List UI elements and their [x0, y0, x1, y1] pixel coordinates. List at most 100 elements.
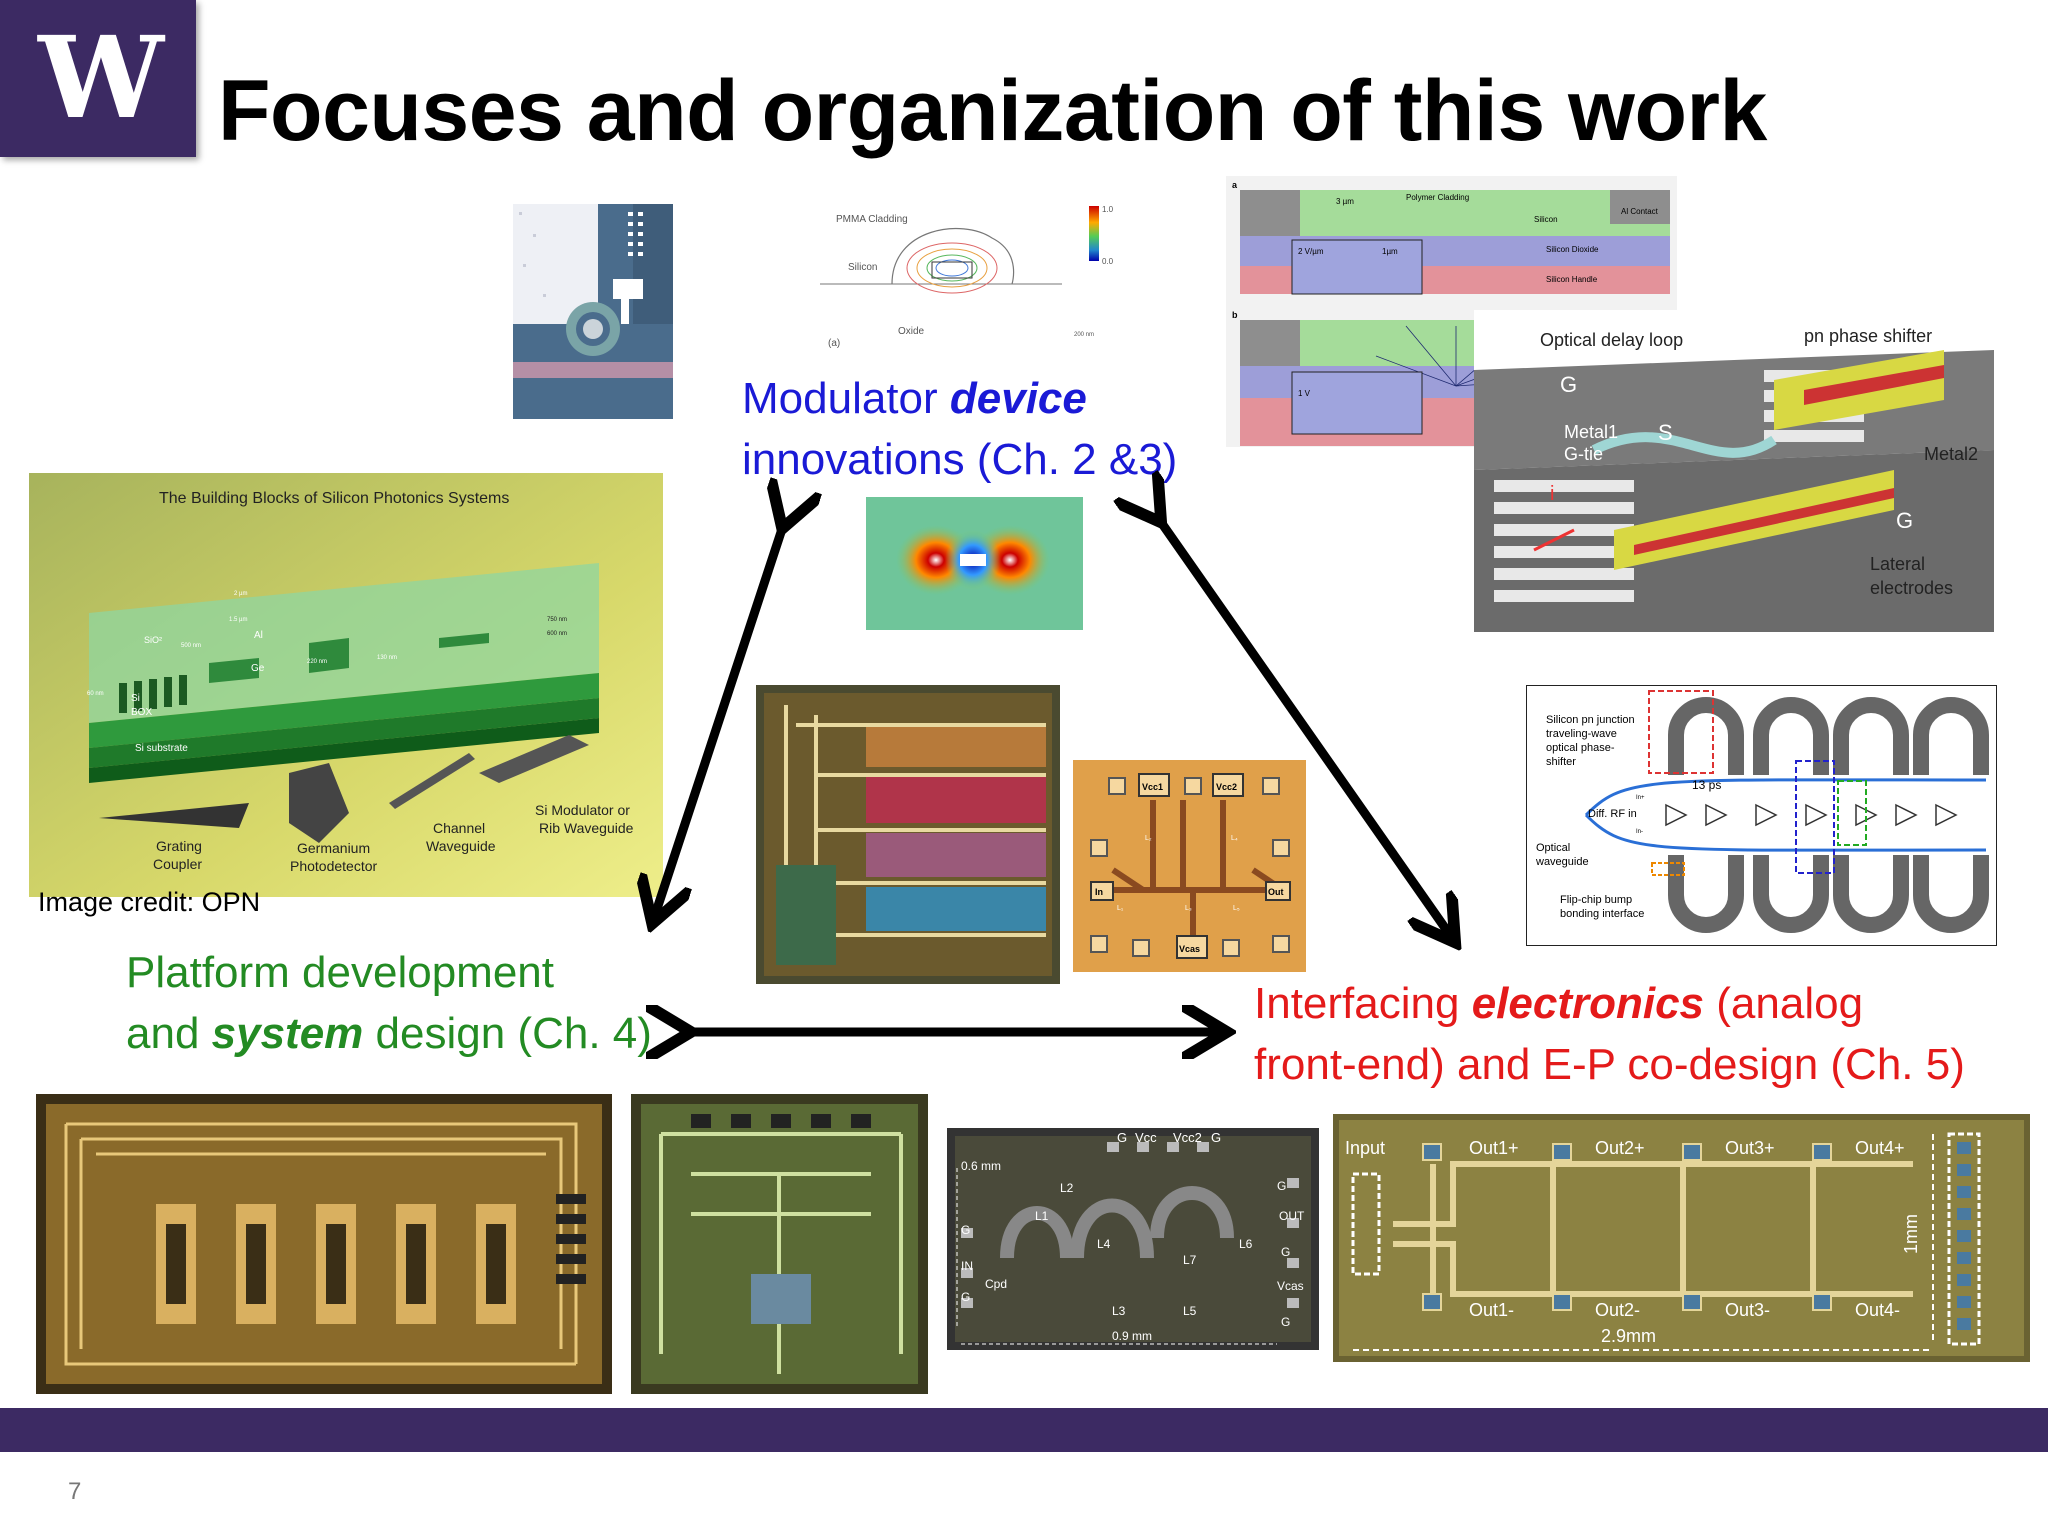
tia-l5: L5: [1183, 1304, 1197, 1318]
platform-system-label: Platform development and system design (…: [126, 942, 652, 1064]
mode-field-heatmap: [866, 497, 1083, 630]
drv-l5: L₅: [1233, 905, 1240, 912]
split-out3m: Out3-: [1725, 1300, 1770, 1320]
delay-loop-label: Optical delay loop: [1540, 330, 1683, 350]
tia-l1: L1: [1035, 1209, 1049, 1223]
tia-g-right-1: G: [1277, 1179, 1286, 1193]
metal2-label: Metal2: [1924, 444, 1978, 464]
electronics-line1-em: electronics: [1471, 979, 1705, 1028]
pmma-oxide-label: Oxide: [898, 326, 925, 337]
mzm-rf-in: Diff. RF in: [1588, 808, 1637, 820]
s-label: S: [1658, 420, 1673, 445]
pmma-panel-label: (a): [828, 338, 840, 349]
bb-al: Al: [254, 630, 263, 641]
bb-ge: Ge: [251, 663, 265, 674]
modulator-line2: innovations (Ch. 2 &3): [742, 435, 1178, 484]
drv-vcc1: Vcc1: [1142, 782, 1163, 792]
xsec-1v-label: 1 V: [1298, 389, 1311, 398]
page-number: 7: [68, 1478, 82, 1505]
split-out4p: Out4+: [1855, 1138, 1905, 1158]
xsec-1um-label: 1µm: [1382, 247, 1398, 256]
tia-dim-h: 0.9 mm: [1112, 1329, 1152, 1343]
bb-grating-2: Coupler: [153, 856, 202, 872]
tia-l2: L2: [1060, 1181, 1074, 1195]
electronics-codesign-label: Interfacing electronics (analog front-en…: [1254, 973, 1965, 1095]
split-out4m: Out4-: [1855, 1300, 1900, 1320]
xsec-polymer: Polymer Cladding: [1406, 193, 1469, 202]
split-out1p: Out1+: [1469, 1138, 1519, 1158]
g-label-2: G: [1896, 508, 1913, 533]
ring-modulator-photo: [513, 204, 673, 419]
modulator-line1-em: device: [949, 374, 1087, 423]
platform-line2-post: design (Ch. 4): [363, 1009, 652, 1058]
tia-out: OUT: [1279, 1209, 1305, 1223]
pmma-scale-bottom: 0.0: [1102, 257, 1114, 266]
mzm-opt2: waveguide: [1535, 856, 1589, 868]
mzm-opt1: Optical: [1536, 842, 1570, 854]
bb-simod-1: Si Modulator or: [535, 802, 630, 818]
traveling-wave-modulator-render: Optical delay loop pn phase shifter G S …: [1474, 310, 1994, 632]
bb-substrate: Si substrate: [135, 743, 188, 754]
xsec-silicon: Silicon: [1534, 215, 1558, 224]
bb-ge-2: Photodetector: [290, 858, 378, 874]
tia-cpd: Cpd: [985, 1277, 1007, 1291]
pmma-silicon-label: Silicon: [848, 262, 877, 273]
drv-l1: L₁: [1117, 905, 1124, 912]
xsec-panel-a: a: [1232, 180, 1238, 190]
mzm-pn2: traveling-wave: [1546, 728, 1617, 740]
xsec-2v-label: 2 V/µm: [1298, 247, 1324, 256]
pmma-mode-plot: PMMA Cladding Silicon Oxide (a) 1.0 0.0 …: [812, 198, 1126, 352]
tia-vcas: Vcas: [1277, 1279, 1304, 1293]
mzm-in-plus: In+: [1636, 795, 1645, 801]
mzm-flip2: bonding interface: [1560, 908, 1644, 920]
gtie-label: G-tie: [1564, 444, 1603, 464]
drv-vcc2: Vcc2: [1216, 782, 1237, 792]
bb-sio2: SiO²: [144, 635, 162, 645]
lateral-label-1: Lateral: [1870, 554, 1925, 574]
split-out2p: Out2+: [1595, 1138, 1645, 1158]
xsec-al-contact: Al Contact: [1621, 207, 1659, 216]
split-out2m: Out2-: [1595, 1300, 1640, 1320]
drv-l4: L₄: [1231, 835, 1238, 842]
tia-l3: L3: [1112, 1304, 1126, 1318]
bb-500: 500 nm: [181, 643, 201, 649]
splitter-die-photo: Input Out1+ Out2+ Out3+ Out4+ Out1- Out2…: [1333, 1114, 2030, 1362]
split-dim-v: 1mm: [1901, 1214, 1921, 1254]
bb-600: 600 nm: [547, 631, 567, 637]
mzm-pn1: Silicon pn junction: [1546, 714, 1635, 726]
bb-15um: 1.5 µm: [229, 617, 247, 623]
drv-l3: L₃: [1185, 905, 1192, 912]
drv-in: In: [1095, 887, 1103, 897]
tia-die-photo: G Vcc Vcc2 G 0.6 mm L1 L2 L3 L4 L5 L6 L7…: [947, 1128, 1319, 1350]
tia-l4: L4: [1097, 1237, 1111, 1251]
bb-60: 60 nm: [87, 691, 104, 697]
electronics-line2: front-end) and E-P co-design (Ch. 5): [1254, 1040, 1965, 1089]
tia-g-left-2: G: [961, 1290, 970, 1304]
platform-line2-pre: and: [126, 1009, 212, 1058]
tia-l7: L7: [1183, 1253, 1197, 1267]
mzm-13ps: 13 ps: [1692, 778, 1721, 792]
building-blocks-diagram: The Building Blocks of Silicon Photonics…: [29, 473, 663, 897]
electronics-line1-pre: Interfacing: [1254, 979, 1472, 1028]
split-out1m: Out1-: [1469, 1300, 1514, 1320]
tia-vcc: Vcc: [1135, 1130, 1157, 1145]
logo-letter: W: [38, 12, 164, 144]
twmzm-schematic: Silicon pn junction traveling-wave optic…: [1526, 685, 1997, 946]
tia-l6: L6: [1239, 1237, 1253, 1251]
split-input: Input: [1345, 1138, 1385, 1158]
split-out3p: Out3+: [1725, 1138, 1775, 1158]
transceiver-die-photo: [756, 685, 1060, 984]
tia-g-right-2: G: [1281, 1245, 1290, 1259]
platform-line2-em: system: [211, 1009, 364, 1058]
tia-dim-v: 0.6 mm: [961, 1159, 1001, 1173]
mzm-flip1: Flip-chip bump: [1560, 894, 1632, 906]
lateral-label-2: electrodes: [1870, 578, 1953, 598]
system-chip-photo-1: [36, 1094, 612, 1394]
g-label-1: G: [1560, 372, 1577, 397]
pmma-scale-top: 1.0: [1102, 205, 1114, 214]
bb-box: BOX: [131, 707, 152, 718]
tia-g-top-1: G: [1117, 1130, 1127, 1145]
uw-logo: W: [0, 0, 196, 157]
pmma-cladding-label: PMMA Cladding: [836, 214, 908, 225]
tia-g-left-1: G: [961, 1223, 970, 1237]
